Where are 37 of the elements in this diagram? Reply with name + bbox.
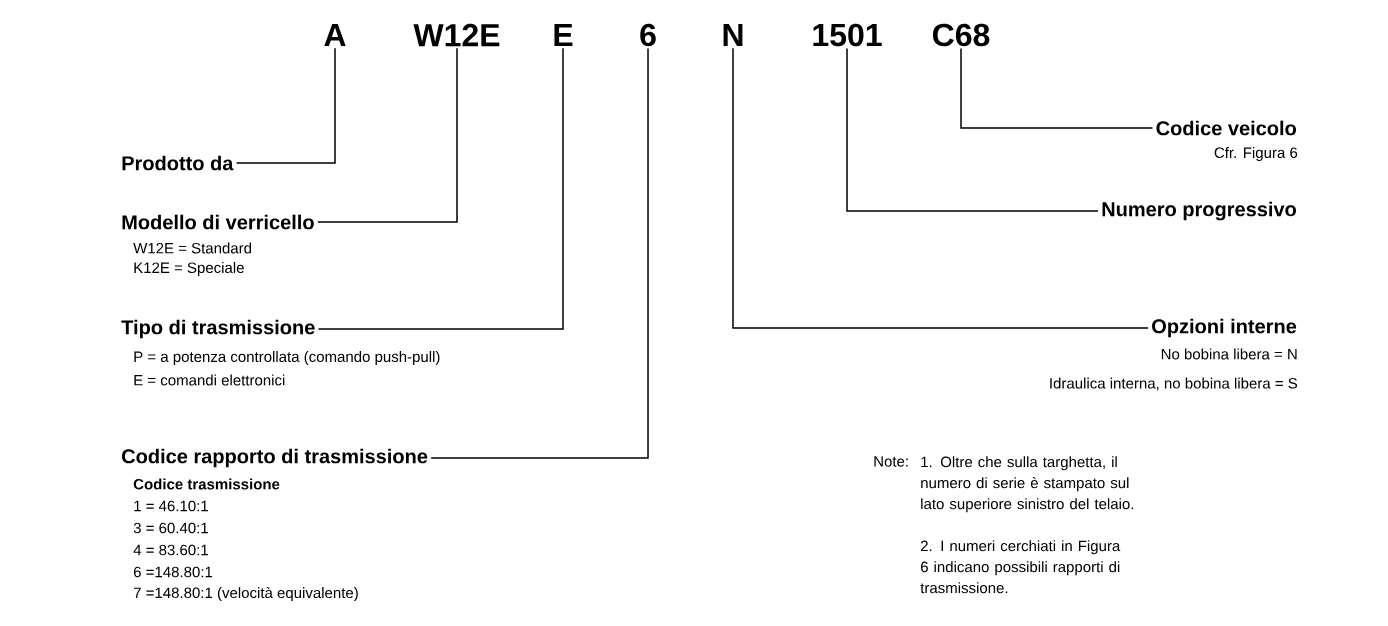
description: Idraulica interna, no bobina libera = S — [1050, 377, 1298, 391]
description: 7 =148.80:1 (velocità equivalente) — [133, 586, 358, 602]
note: Note: — [874, 456, 908, 467]
heading: Prodotto da — [122, 155, 234, 171]
leader-line — [732, 47, 1149, 329]
heading: Tipo di trasmissione — [121, 319, 315, 339]
leader-line — [430, 47, 649, 459]
heading: Numero progressivo — [1102, 201, 1296, 221]
note: 2. I numeri cerchiati in Figura 6 indicano possibili rapporti di trasmissione. — [920, 540, 1121, 594]
description: E = comandi elettronici — [134, 374, 285, 386]
leader-line — [317, 47, 458, 223]
note: 1. Oltre che sulla targhetta, il numero di serie è stampato sul lato superiore sinistro del telaio. — [921, 456, 1134, 513]
description: 4 = 83.60:1 — [133, 544, 208, 556]
leader-line — [960, 47, 1154, 129]
code-letter: 1501 — [813, 23, 882, 47]
description: No bobina libera = N — [1161, 348, 1297, 360]
heading: Codice rapporto di trasmissione — [122, 448, 428, 468]
code-letter: 6 — [640, 23, 656, 47]
description: 6 =148.80:1 — [133, 566, 213, 578]
code-letter: E — [554, 24, 573, 46]
description: 1 = 46.10:1 — [134, 500, 208, 512]
description: P = a potenza controllata (comando push-pull) — [134, 351, 440, 365]
leader-line — [317, 47, 564, 330]
description: Cfr. Figura 6 — [1214, 147, 1298, 161]
description: 3 = 60.40:1 — [133, 522, 208, 534]
code-letter: N — [723, 24, 743, 46]
leader-line — [235, 47, 336, 164]
heading: Opzioni interne — [1152, 318, 1297, 338]
description: W12E = Standard — [133, 242, 252, 254]
description: Codice trasmissione — [133, 478, 280, 490]
leader-line — [846, 47, 1099, 212]
heading: Codice veicolo — [1156, 120, 1296, 136]
description: K12E = Speciale — [134, 262, 244, 276]
heading: Modello di verricello — [122, 214, 314, 230]
code-letter: A — [324, 24, 346, 46]
code-letter: C68 — [933, 23, 990, 47]
code-letter: W12E — [413, 23, 500, 47]
